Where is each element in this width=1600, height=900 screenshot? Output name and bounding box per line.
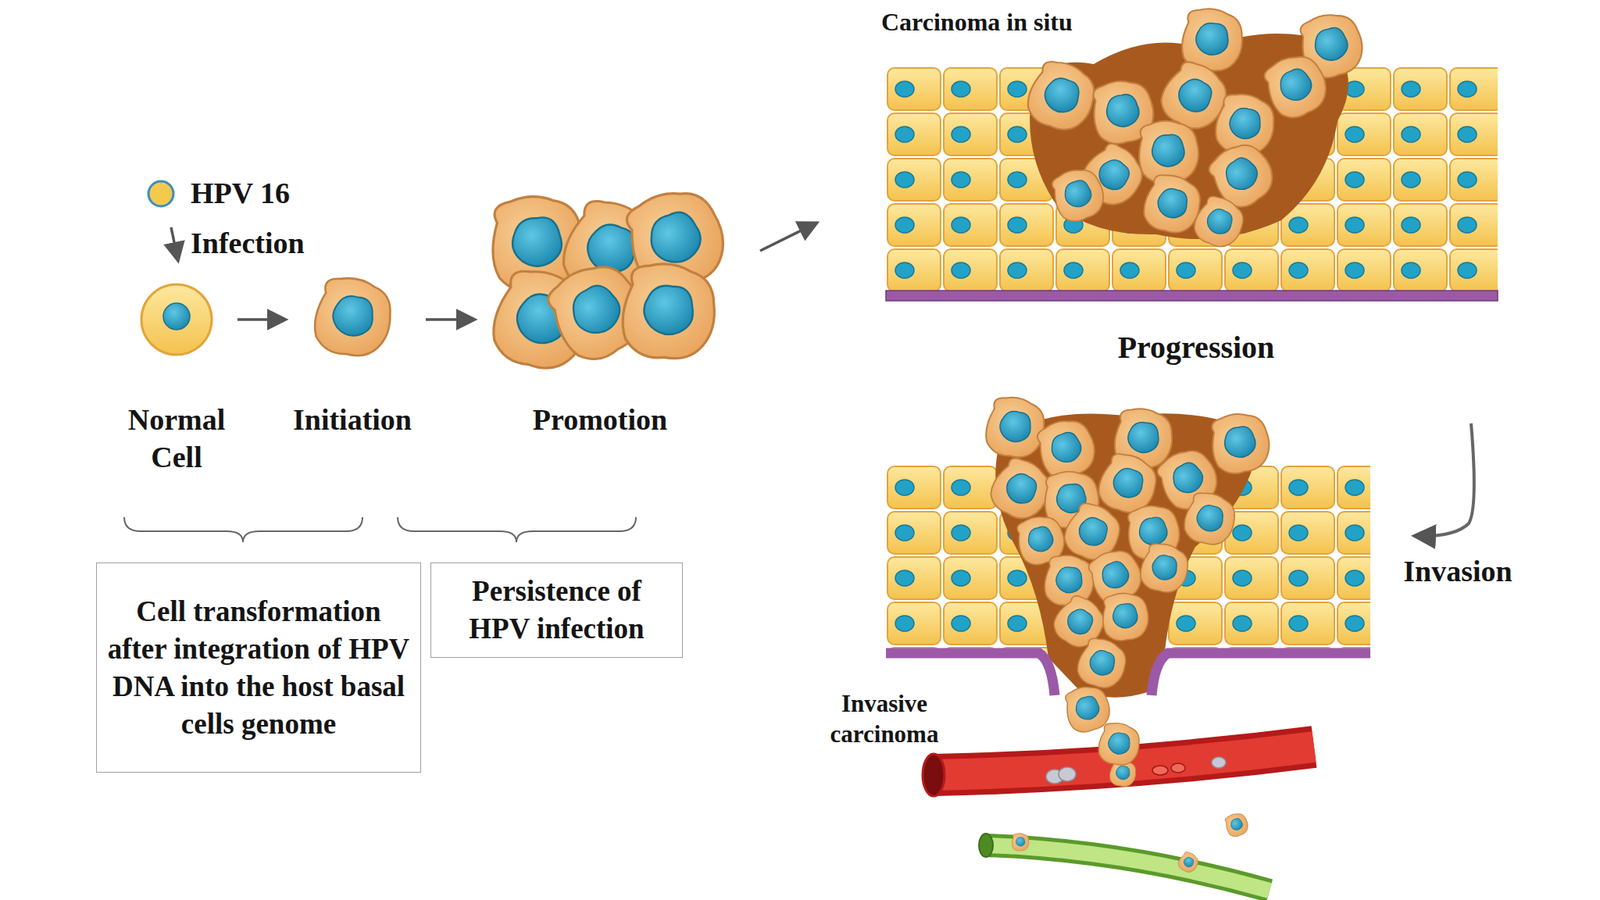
stage-label: HPV 16 [190, 175, 290, 213]
stage-label: Normal Cell [110, 401, 243, 476]
circulating-tumor-cell [1222, 810, 1251, 839]
stage-label: Invasion [1371, 553, 1544, 591]
box-text: Cell transformation after integration of… [104, 592, 413, 743]
infection-arrow [171, 227, 179, 261]
progression-arrow [760, 222, 818, 251]
blood-cell [1152, 765, 1168, 775]
lymph-vessel [985, 845, 1270, 891]
box-text: Persistence of HPV infection [439, 572, 675, 648]
tumor-cell [982, 393, 1050, 462]
circulating-tumor-cell [1011, 832, 1029, 851]
tumor-cell [1072, 633, 1132, 694]
cell-nucleus [163, 303, 190, 330]
stage-label: Invasive carcinoma [794, 689, 975, 750]
stage-label: Promotion [498, 401, 702, 440]
stage-label: Initiation [258, 401, 447, 440]
tumor-cell [1100, 591, 1150, 643]
tumor-cell [619, 260, 718, 363]
tumor-cell [1180, 489, 1240, 550]
bracket [397, 517, 636, 543]
step-arrow [425, 317, 475, 322]
tumor-cell [1136, 539, 1193, 597]
hpv-particle [148, 181, 174, 207]
tumor-cell [1207, 409, 1274, 478]
initiated-cell [310, 273, 397, 362]
blood-vessel-end [922, 753, 945, 797]
blood-cell [1171, 763, 1186, 773]
tumor-stroma [1029, 33, 1349, 240]
basement-membrane [885, 290, 1498, 301]
blood-cell [1058, 767, 1076, 782]
normal-cell [141, 284, 212, 355]
tumor-cell [1046, 162, 1110, 226]
blood-cell [1211, 757, 1226, 768]
stage-label: Progression [1071, 328, 1322, 368]
stage-label: Infection [190, 225, 305, 263]
tumor-cell [1189, 191, 1250, 254]
text-box: Persistence of HPV infection [430, 562, 683, 658]
step-arrow [237, 317, 286, 322]
bracket [124, 517, 363, 543]
invasion-arrow [1414, 423, 1475, 536]
stage-label: Carcinoma in situ [881, 6, 1073, 38]
circulating-tumor-cell [1175, 850, 1201, 876]
lymph-vessel-wall [985, 845, 1270, 891]
basement-membrane [885, 653, 1055, 696]
tumor-cell [1096, 720, 1143, 768]
basement-membrane [1151, 653, 1371, 696]
tumor-cell [1021, 55, 1103, 138]
text-box: Cell transformation after integration of… [96, 562, 422, 773]
lymph-vessel-end [978, 833, 993, 858]
